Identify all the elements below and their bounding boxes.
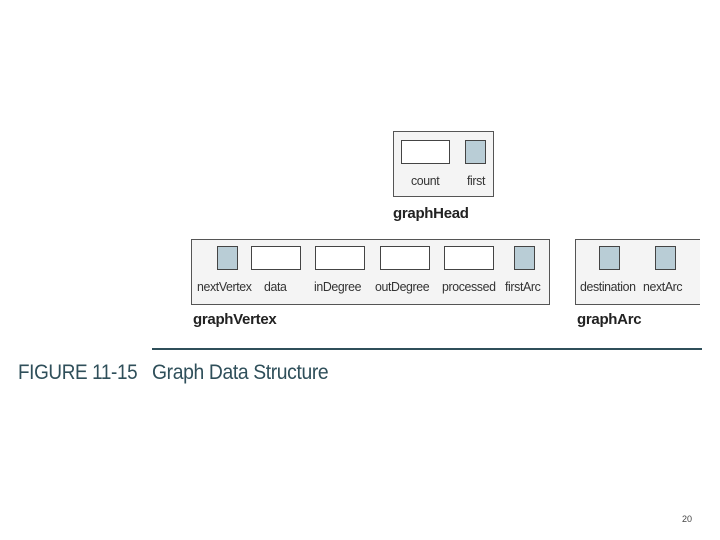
graph-arc-record [575,239,700,305]
destination-pointer-field [599,246,620,270]
next-arc-label: nextArc [643,279,683,294]
count-field [401,140,450,164]
next-vertex-label: nextVertex [197,279,252,294]
graph-arc-title: graphArc [577,311,642,328]
figure-number: FIGURE 11-15 [18,361,138,384]
destination-label: destination [580,279,636,294]
out-degree-label: outDegree [375,279,430,294]
processed-label: processed [442,279,496,294]
count-label: count [411,173,440,188]
figure-title: Graph Data Structure [152,361,329,384]
page-number: 20 [682,514,693,524]
in-degree-field [315,246,365,270]
next-vertex-pointer-field [217,246,238,270]
first-arc-pointer-field [514,246,535,270]
processed-field [444,246,494,270]
next-arc-pointer-field [655,246,676,270]
first-pointer-field [465,140,486,164]
graph-vertex-title: graphVertex [193,311,277,328]
first-label: first [467,173,486,188]
in-degree-label: inDegree [314,279,362,294]
caption-divider [152,348,702,350]
graph-head-title: graphHead [393,205,469,222]
graph-vertex-record [191,239,550,305]
data-field [251,246,301,270]
out-degree-field [380,246,430,270]
data-label: data [264,279,287,294]
first-arc-label: firstArc [505,279,541,294]
